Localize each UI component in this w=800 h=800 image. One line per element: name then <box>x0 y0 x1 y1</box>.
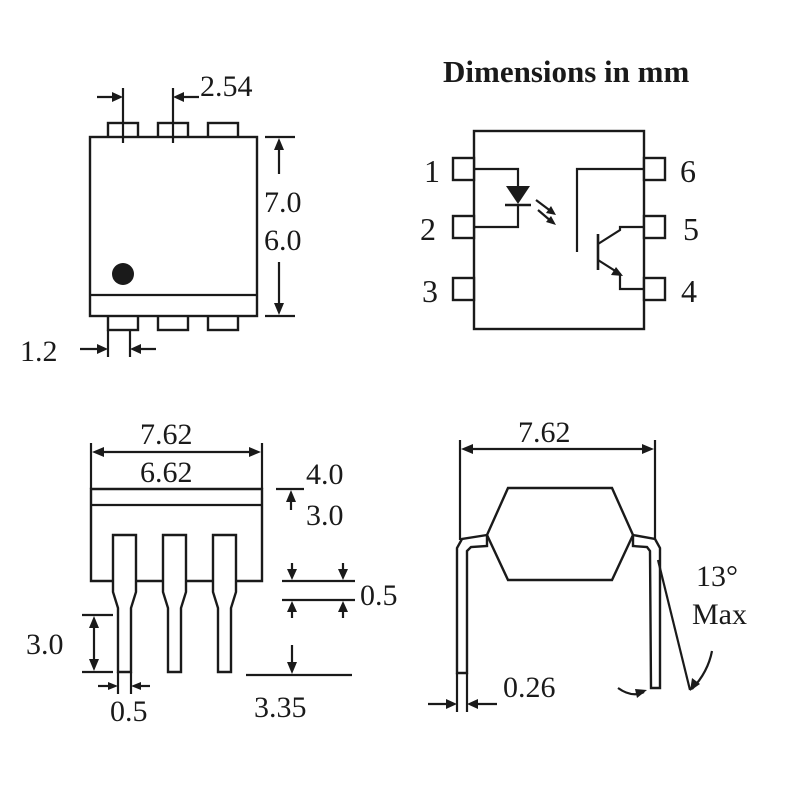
end-width-arrow-left <box>461 444 473 454</box>
emitter-arrow-icon <box>611 267 623 276</box>
pin-stub-3 <box>451 276 476 302</box>
schematic-view: 1 2 3 6 5 4 <box>420 129 699 331</box>
pitch-label: 2.54 <box>200 70 253 103</box>
height-arrow-bottom <box>274 303 284 315</box>
pin-number-2: 2 <box>420 211 436 247</box>
pin-number-4: 4 <box>681 273 697 309</box>
side-view: 7.62 6.62 4.0 3.0 0.5 3.35 3.0 <box>26 418 398 728</box>
package-body <box>88 135 259 318</box>
standoff-label: 0.5 <box>360 579 398 612</box>
height-outer-label: 7.0 <box>264 186 302 219</box>
thickness-arc-arrow <box>635 689 647 698</box>
light-arrowhead-1 <box>546 206 556 215</box>
angle-arrow <box>690 678 700 691</box>
side-width-inner-label: 6.62 <box>140 456 193 489</box>
standoff-arrow-right-bottom <box>338 601 348 612</box>
standoff-arrow-left-bottom <box>287 601 297 612</box>
standoff-arrow-left-top <box>287 569 297 580</box>
pin-number-6: 6 <box>680 153 696 189</box>
pitch-arrow-right <box>173 92 184 102</box>
transistor-collector <box>597 225 644 245</box>
end-view: 7.62 13° Max 0.26 <box>428 416 747 712</box>
thick-arrow-right <box>467 699 478 709</box>
end-body <box>485 486 635 582</box>
pitch-arrow-left <box>112 92 123 102</box>
pinw-arrow-left <box>97 344 108 354</box>
height-inner-label: 6.0 <box>264 224 302 257</box>
body-height-max-label: 4.0 <box>306 458 344 491</box>
leadw-arrow-left <box>108 682 118 690</box>
height-arrow-top <box>274 138 284 150</box>
standoff-arrow-right-top <box>338 569 348 580</box>
pin-stub-1 <box>451 156 476 182</box>
light-arrowhead-2 <box>546 216 556 225</box>
angle-label: 13° <box>696 560 738 593</box>
pinw-arrow-right <box>130 344 141 354</box>
pin-stub-5 <box>642 214 667 240</box>
lead-thickness-label: 0.26 <box>503 671 556 704</box>
drawing-title: Dimensions in mm <box>443 54 689 89</box>
pin-width-label: 1.2 <box>20 335 58 368</box>
end-lead-right <box>631 533 662 690</box>
side-width-arrow-left <box>92 447 104 457</box>
lead-length-arrow-bottom <box>89 659 99 671</box>
body-height-arrow <box>286 490 296 502</box>
collector-wire <box>575 167 644 252</box>
lead-length-arrow-top <box>89 616 99 628</box>
side-width-outer-label: 7.62 <box>140 418 193 451</box>
transistor-emitter <box>597 259 644 291</box>
pin-stub-6 <box>642 156 667 182</box>
leadw-arrow-right <box>131 682 141 690</box>
top-view: 2.54 7.0 6.0 1.2 <box>20 70 302 368</box>
pin-stub-4 <box>642 276 667 302</box>
angle-note-label: Max <box>692 598 747 631</box>
end-width-arrow-right <box>642 444 654 454</box>
seating-arrow <box>287 662 297 674</box>
body-height-min-label: 3.0 <box>306 499 344 532</box>
lead-width-label: 0.5 <box>110 695 148 728</box>
schematic-body <box>472 129 646 331</box>
end-lead-left <box>455 533 489 675</box>
side-lead-3 <box>211 533 238 674</box>
side-width-arrow-right <box>249 447 261 457</box>
side-lead-1 <box>111 533 138 674</box>
lead-length-label: 3.0 <box>26 628 64 661</box>
pin1-marker-dot <box>112 263 134 285</box>
side-lead-2 <box>161 533 188 674</box>
pin-number-1: 1 <box>424 153 440 189</box>
led-diode-icon <box>506 186 530 204</box>
thick-arrow-left <box>446 699 457 709</box>
led-anode-wire <box>474 167 520 186</box>
led-cathode-wire <box>474 205 520 229</box>
end-width-label: 7.62 <box>518 416 571 449</box>
pin-number-3: 3 <box>422 273 438 309</box>
angle-ref-line <box>656 559 692 691</box>
pin-number-5: 5 <box>683 211 699 247</box>
seating-label: 3.35 <box>254 691 307 724</box>
pin-stub-2 <box>451 214 476 240</box>
